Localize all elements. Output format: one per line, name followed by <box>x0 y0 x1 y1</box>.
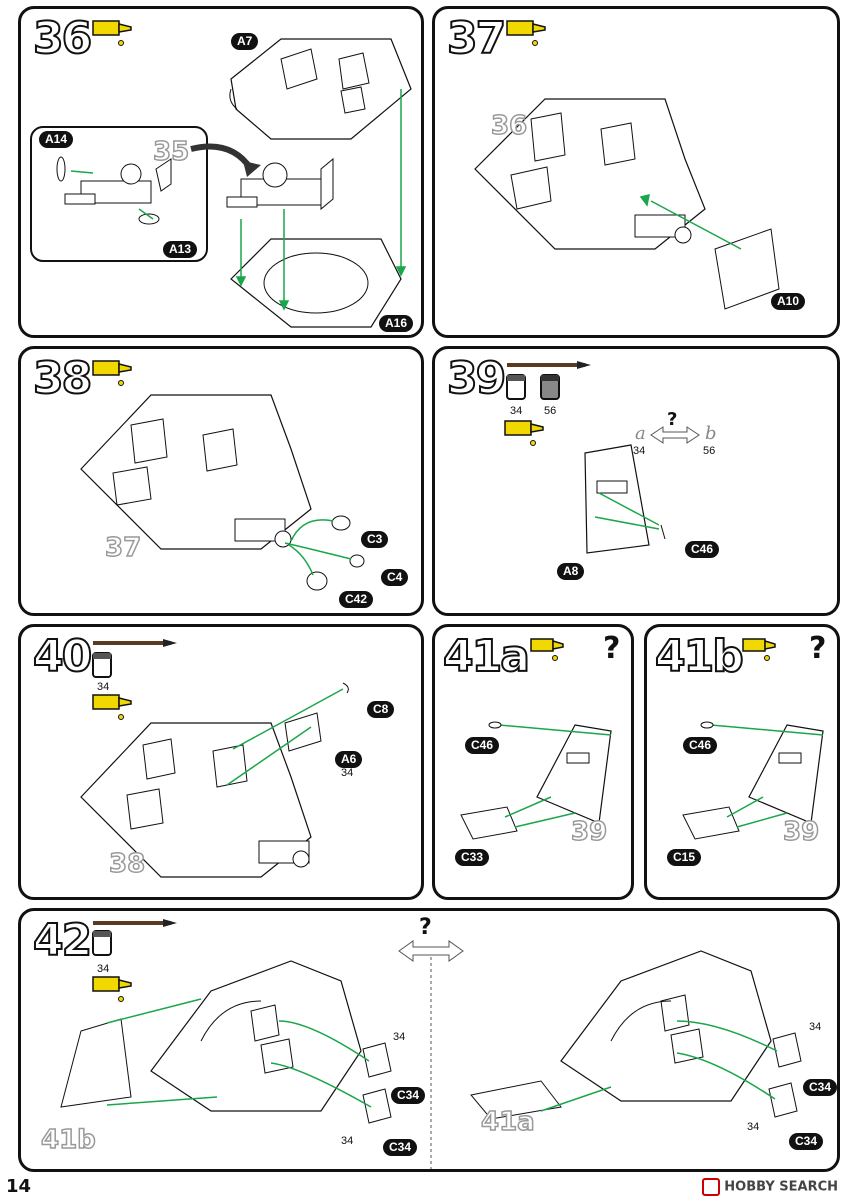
part-label-C42: C42 <box>339 591 374 608</box>
question-mark: ? <box>603 631 621 666</box>
paint-pot-icon <box>92 930 112 956</box>
glue-tube-icon <box>530 638 564 661</box>
double-arrow-icon <box>398 940 464 962</box>
glue-tube-icon <box>92 694 132 720</box>
part-label-A14: A14 <box>39 131 74 148</box>
part-label-A7: A7 <box>231 33 259 50</box>
step-42-panel: 42 34 ? 41b 41a <box>18 908 840 1172</box>
paint-pot-icon <box>92 652 112 678</box>
part-label-A16: A16 <box>379 315 414 332</box>
part-label-C34-1: C34 <box>391 1087 426 1104</box>
question-mark: ? <box>667 409 678 430</box>
step-37-panel: 37 36 A10 <box>432 6 840 338</box>
option-a-paint: 34 <box>633 445 646 457</box>
step-42-illustration <box>60 919 802 1169</box>
reference-step: 37 <box>104 532 142 564</box>
paint-label-4: 34 <box>747 1121 760 1133</box>
part-label-C46: C46 <box>685 541 720 558</box>
part-label-C46: C46 <box>683 737 718 754</box>
reference-step: 39 <box>570 816 608 848</box>
option-b: b <box>705 423 717 444</box>
part-label-C34-3: C34 <box>803 1079 837 1096</box>
step-41b-panel: 41b ? 39 C46 C15 <box>644 624 840 900</box>
paint-code: 34 <box>97 681 110 693</box>
step-number: 37 <box>446 13 507 64</box>
paint-label-3: 34 <box>809 1021 822 1033</box>
paint-label-1: 34 <box>393 1031 406 1043</box>
step-number: 40 <box>32 631 93 682</box>
part-label-C8: C8 <box>367 701 395 718</box>
step-38-illustration <box>80 360 365 591</box>
paint-code-56: 56 <box>544 405 557 417</box>
step-41a-illustration <box>460 638 612 840</box>
paint-pot-icon <box>506 374 526 400</box>
paint-brush-icon <box>507 361 591 369</box>
page-number: 14 <box>6 1176 32 1197</box>
part-label-C34-4: C34 <box>789 1133 824 1150</box>
paint-code-34: 34 <box>510 405 523 417</box>
part-label-C3: C3 <box>361 531 389 548</box>
double-arrow-icon <box>650 426 700 444</box>
reference-step: 38 <box>108 848 146 880</box>
part-label-A6: A6 <box>335 751 363 768</box>
part-label-A8: A8 <box>557 563 585 580</box>
reference-step-right: 41a <box>480 1106 535 1138</box>
step-number: 39 <box>446 353 507 404</box>
step-41a-panel: 41a ? 39 C46 C33 <box>432 624 634 900</box>
question-mark: ? <box>419 915 432 940</box>
glue-tube-icon <box>92 360 132 386</box>
option-b-paint: 56 <box>703 445 716 457</box>
step-number: 38 <box>32 353 93 404</box>
step-39-panel: 39 34 56 ? a b 34 56 A8 C46 <box>432 346 840 616</box>
part-label-C33: C33 <box>455 849 490 866</box>
paint-brush-icon <box>93 919 177 927</box>
step-41b-illustration <box>682 638 824 840</box>
step-39-illustration <box>504 361 700 554</box>
step-40-illustration <box>80 639 349 878</box>
part-paint-code: 34 <box>341 767 354 779</box>
step-number: 36 <box>32 13 93 64</box>
part-label-C46: C46 <box>465 737 500 754</box>
reference-step: 36 <box>490 110 528 142</box>
glue-tube-icon <box>92 976 132 1002</box>
paint-label-2: 34 <box>341 1135 354 1147</box>
paint-pot-icon <box>540 374 560 400</box>
part-label-C34-2: C34 <box>383 1139 418 1156</box>
step-number: 42 <box>32 915 93 966</box>
part-label-C15: C15 <box>667 849 702 866</box>
part-label-A10: A10 <box>771 293 806 310</box>
step-40-panel: 40 34 38 C8 A6 34 <box>18 624 424 900</box>
part-label-C4: C4 <box>381 569 409 586</box>
step-38-panel: 38 37 C3 C4 C42 <box>18 346 424 616</box>
glue-tube-icon <box>504 420 544 446</box>
brand-logo-icon <box>702 1178 721 1196</box>
glue-tube-icon <box>506 20 546 46</box>
sub-step-ref: 35 <box>152 136 190 168</box>
question-mark: ? <box>809 631 827 666</box>
step-36-illustration <box>30 20 412 328</box>
watermark-text: HOBBY SEARCH <box>724 1179 838 1195</box>
glue-tube-icon <box>742 638 776 661</box>
option-a: a <box>635 423 646 444</box>
reference-step-left: 41b <box>40 1124 96 1156</box>
step-37-illustration <box>474 20 780 310</box>
watermark: HOBBY SEARCH <box>702 1178 838 1196</box>
paint-brush-icon <box>93 639 177 647</box>
paint-code: 34 <box>97 963 110 975</box>
reference-step: 39 <box>782 816 820 848</box>
part-label-A13: A13 <box>163 241 198 258</box>
step-number: 41b <box>654 631 745 682</box>
glue-tube-icon <box>92 20 132 46</box>
step-number: 41a <box>442 631 531 682</box>
step-36-panel: 36 <box>18 6 424 338</box>
